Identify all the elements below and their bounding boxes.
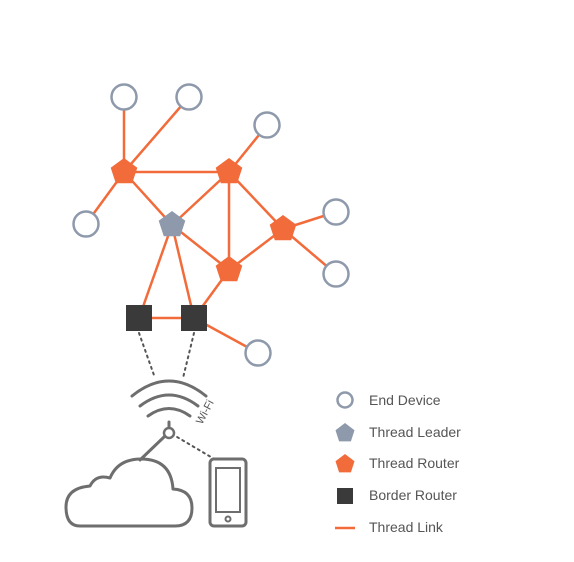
legend-thread-leader-icon [335, 423, 355, 442]
thread-link [170, 170, 231, 227]
end-device [175, 83, 203, 111]
cloud-icon [64, 457, 194, 528]
end-device [322, 260, 350, 288]
thread-link [227, 170, 285, 231]
border-router [126, 305, 152, 331]
end-device [322, 198, 350, 226]
dotted-link [171, 433, 217, 461]
end-devices [72, 83, 350, 367]
thread-router [215, 256, 243, 282]
dotted-link [138, 332, 156, 379]
legend-end-device-icon [336, 391, 354, 409]
end-device [244, 339, 272, 367]
legend-border-router-icon [337, 488, 353, 504]
legend-thread-link-label: Thread Link [369, 519, 444, 535]
thread-leader [158, 211, 186, 237]
thread-link [170, 223, 231, 272]
legend-thread-router-icon [335, 454, 355, 473]
thread-router [110, 158, 138, 184]
thread-link [137, 223, 174, 320]
border-routers [126, 305, 207, 331]
legend: End Device Thread Leader Thread Router B… [335, 391, 461, 535]
wifi-icon [130, 379, 208, 462]
end-device [110, 83, 138, 111]
end-device [253, 111, 281, 139]
legend-end-device-label: End Device [369, 392, 441, 408]
legend-border-router-label: Border Router [369, 487, 457, 503]
dotted-link [182, 332, 195, 379]
thread-link [170, 223, 196, 320]
thread-router [269, 215, 297, 241]
thread-router [215, 158, 243, 184]
smartphone-icon [208, 457, 248, 528]
border-router [181, 305, 207, 331]
wifi-connections [138, 332, 217, 461]
thread-links [84, 95, 338, 355]
legend-thread-router-label: Thread Router [369, 455, 460, 471]
thread-link [122, 95, 191, 174]
thread-routers [110, 158, 297, 282]
end-device [72, 210, 100, 238]
wifi-label: Wi-Fi [194, 398, 217, 426]
legend-thread-leader-label: Thread Leader [369, 424, 461, 440]
